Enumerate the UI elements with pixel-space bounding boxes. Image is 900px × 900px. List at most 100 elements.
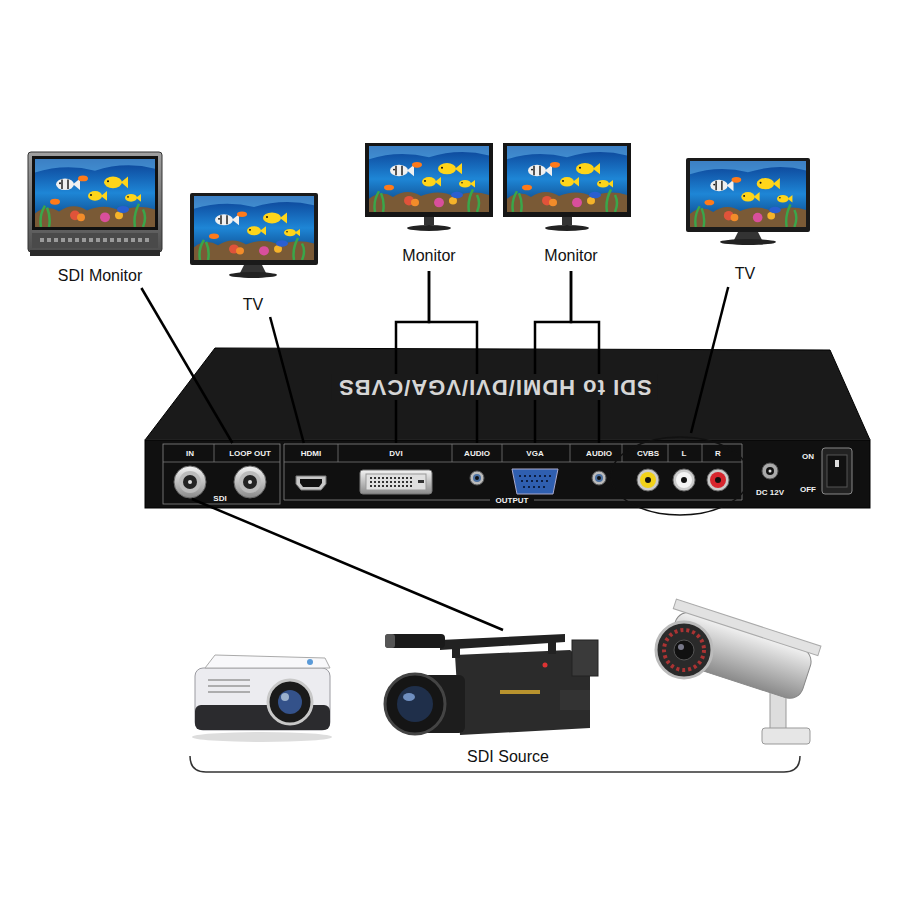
vga-port xyxy=(512,469,558,494)
vga-port xyxy=(521,480,550,482)
port-label: IN xyxy=(186,449,194,459)
sdi-monitor-picture xyxy=(40,238,150,242)
projector-picture xyxy=(192,732,332,742)
bnc-connector xyxy=(243,475,257,489)
connector-line xyxy=(396,271,429,443)
display-label: Monitor xyxy=(544,247,597,265)
converter-body xyxy=(338,444,339,462)
power-switch xyxy=(827,455,847,487)
port-label: HDMI xyxy=(301,449,321,459)
converter-body xyxy=(214,444,702,462)
display-label: TV xyxy=(735,265,755,283)
rca-jack xyxy=(637,469,659,491)
converter-body xyxy=(702,444,703,462)
dvi-port xyxy=(370,481,414,483)
bnc-connector xyxy=(188,480,192,484)
panel-label: DC 12V xyxy=(756,488,784,497)
port-node: AUDIO xyxy=(458,446,496,486)
connector-line xyxy=(691,287,728,433)
port-label: LOOP OUT xyxy=(229,449,271,459)
camcorder-picture xyxy=(385,634,395,648)
bnc-connector xyxy=(239,471,261,493)
tv-picture xyxy=(190,193,318,265)
tv-picture xyxy=(240,265,266,273)
hdmi-port xyxy=(296,476,326,490)
sdi-monitor-picture xyxy=(35,159,155,227)
cvbs-ellipse xyxy=(611,437,749,515)
dc-jack xyxy=(769,470,772,473)
vga-port xyxy=(512,469,558,494)
rca-jack xyxy=(640,472,656,488)
audio-jack xyxy=(470,471,484,485)
projector-picture xyxy=(281,693,289,701)
rca-jack xyxy=(707,469,729,491)
vga-port xyxy=(519,475,552,477)
camcorder-picture xyxy=(455,650,590,735)
bnc-connector xyxy=(174,466,206,498)
power-switch xyxy=(822,448,852,494)
cctv-camera-picture xyxy=(656,622,712,678)
panel-label: SDI xyxy=(213,494,226,503)
port-label: L xyxy=(682,449,687,459)
monitor-picture xyxy=(507,146,627,212)
port-node: IN xyxy=(172,446,208,500)
monitor-picture xyxy=(545,225,589,231)
device-title: SDI to HDMI/DVI/VGA/CVBS xyxy=(332,374,658,400)
rca-jack xyxy=(707,469,729,491)
rca-jack xyxy=(715,477,721,483)
bnc-connector xyxy=(174,466,206,498)
camcorder-picture xyxy=(572,640,598,676)
port-label: AUDIO xyxy=(464,449,490,459)
display-node: TV xyxy=(188,192,318,314)
camcorder-picture xyxy=(385,674,445,734)
monitor-picture xyxy=(369,146,489,212)
audio-jack xyxy=(592,471,606,485)
port-label: CVBS xyxy=(637,449,659,459)
bnc-connector xyxy=(183,475,197,489)
converter-body xyxy=(145,440,870,508)
port-node: DVI xyxy=(353,446,439,498)
camcorder-picture xyxy=(500,690,540,694)
projector-picture xyxy=(307,659,313,665)
audio-jack xyxy=(470,471,484,485)
converter-body xyxy=(214,444,215,462)
tv-picture xyxy=(194,196,314,260)
converter-body xyxy=(145,348,870,440)
monitor-picture xyxy=(503,143,631,231)
rca-jack xyxy=(676,472,692,488)
camcorder-picture xyxy=(548,640,556,654)
audio-jack xyxy=(592,471,606,485)
audio-jack xyxy=(475,476,479,480)
connector-line xyxy=(429,271,477,443)
dc-jack xyxy=(762,463,778,479)
display-label: TV xyxy=(243,296,263,314)
bnc-connector xyxy=(179,471,201,493)
display-label: Monitor xyxy=(402,247,455,265)
panel-label: OUTPUT xyxy=(496,496,529,505)
connector-line xyxy=(270,317,304,443)
tv-picture xyxy=(734,232,762,240)
rca-jack xyxy=(673,469,695,491)
converter-body xyxy=(452,444,453,462)
cvbs-group: CVBSLR xyxy=(610,436,750,516)
camcorder-picture xyxy=(452,646,460,658)
rca-jack xyxy=(710,472,726,488)
converter-body xyxy=(502,444,503,462)
group-label: SDI Source xyxy=(467,748,549,766)
port-label: VGA xyxy=(526,449,543,459)
dvi-port xyxy=(370,477,414,479)
tv-picture xyxy=(190,193,318,278)
monitor-picture xyxy=(562,217,572,225)
switch-label: OFF xyxy=(800,485,816,494)
dvi-port xyxy=(370,485,414,487)
converter-body xyxy=(284,444,742,500)
converter-body xyxy=(163,444,280,504)
dvi-port xyxy=(370,478,414,486)
audio-jack xyxy=(595,474,603,482)
monitor-picture xyxy=(365,143,493,231)
audio-jack xyxy=(473,474,481,482)
tv-picture xyxy=(686,158,810,245)
